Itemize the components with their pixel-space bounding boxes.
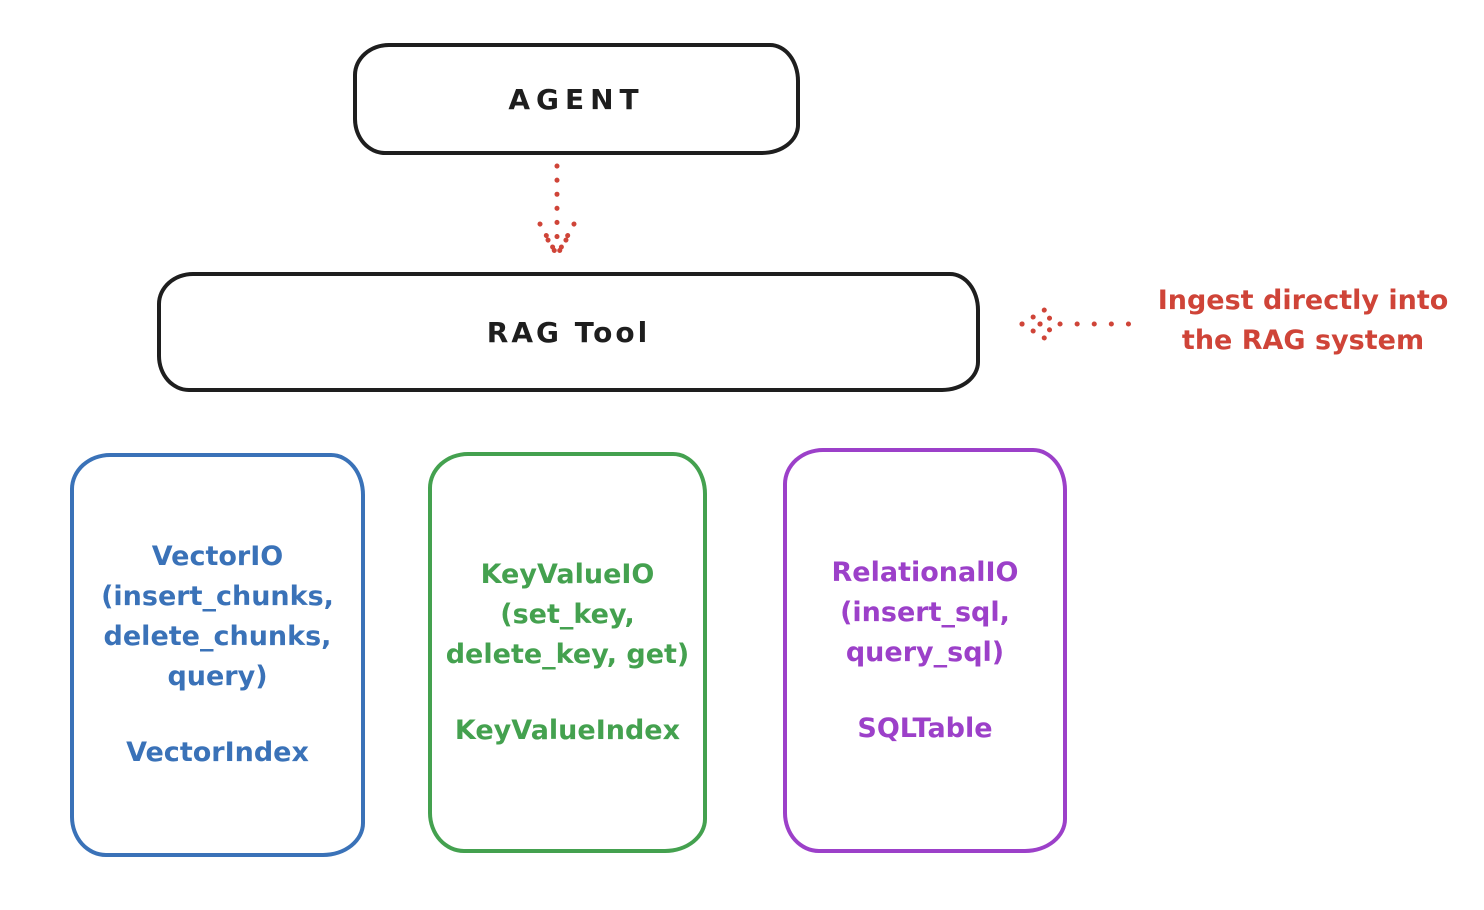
relational-io-methods-line1: (insert_sql, [840, 596, 1010, 628]
relational-io-title: RelationalIO [831, 556, 1019, 588]
vector-io-title: VectorIO [151, 541, 284, 572]
relational-io-box: RelationalIO (insert_sql, query_sql) SQL… [783, 448, 1067, 853]
keyvalue-io-box: KeyValueIO (set_key, delete_key, get) Ke… [428, 452, 707, 853]
agent-label: AGENT [508, 82, 645, 116]
dotted-down-arrow-icon [537, 163, 577, 258]
vector-index-label: VectorIndex [126, 737, 309, 768]
keyvalue-io-title: KeyValueIO [480, 558, 655, 590]
vector-io-methods-line3: query) [167, 661, 268, 692]
dotted-left-arrow-icon [1019, 306, 1135, 342]
agent-box: AGENT [353, 43, 800, 155]
vector-io-methods-line2: delete_chunks, [103, 621, 332, 652]
ingest-annotation: Ingest directly into the RAG system [1138, 281, 1468, 361]
relational-io-text: RelationalIO (insert_sql, query_sql) SQL… [832, 553, 1019, 749]
vector-io-methods-line1: (insert_chunks, [101, 581, 334, 612]
keyvalue-io-methods-line1: (set_key, [500, 598, 635, 630]
vector-io-box: VectorIO (insert_chunks, delete_chunks, … [70, 453, 365, 857]
sql-table-label: SQLTable [857, 712, 993, 744]
keyvalue-index-label: KeyValueIndex [454, 714, 681, 746]
rag-tool-box: RAG Tool [157, 272, 980, 392]
ingest-annotation-line1: Ingest directly into [1157, 285, 1449, 316]
rag-tool-label: RAG Tool [486, 315, 651, 349]
vector-io-text: VectorIO (insert_chunks, delete_chunks, … [101, 537, 334, 773]
relational-io-methods-line2: query_sql) [845, 636, 1005, 668]
ingest-annotation-line2: the RAG system [1181, 325, 1425, 356]
keyvalue-io-text: KeyValueIO (set_key, delete_key, get) Ke… [446, 555, 690, 751]
keyvalue-io-methods-line2: delete_key, get) [445, 638, 690, 670]
